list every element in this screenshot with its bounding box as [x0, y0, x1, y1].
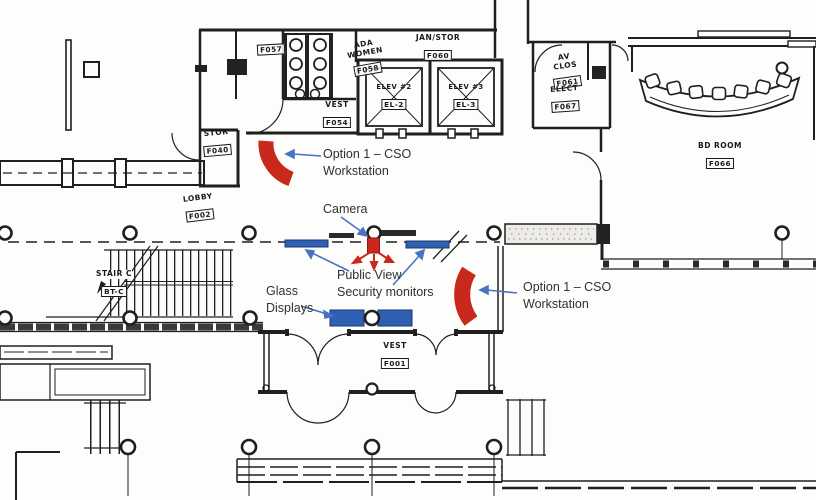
glass-display-right [377, 309, 413, 327]
room-label-lobby: LOBBY F002 [182, 191, 215, 223]
av-elect-rooms [493, 0, 629, 224]
annotation-cso-workstation-1: Option 1 – CSO Workstation [323, 147, 412, 178]
cso-workstation-marker-1 [258, 140, 294, 187]
top-left-walls [0, 39, 205, 188]
elevator-block [356, 58, 504, 139]
room-label-elect: ELECT F067 [549, 83, 580, 113]
annotation-camera: Camera [323, 202, 368, 216]
elevator-2-cab [365, 67, 423, 127]
public-view-monitor-right [405, 240, 450, 249]
room-label-vest-f001: VEST F001 [380, 341, 410, 370]
bottom-left-structures [0, 345, 151, 500]
camera-marker [350, 225, 396, 272]
vestibule [236, 329, 816, 490]
room-label-stor: STOR F040 [202, 127, 233, 158]
room-label-bd-room: BD ROOM F066 [697, 141, 743, 169]
board-room [628, 30, 816, 140]
annotation-arrows [284, 148, 518, 319]
room-label-elev2: ELEV #2 EL-2 [376, 83, 412, 110]
glass-display-left [329, 309, 365, 327]
structural-columns [0, 225, 790, 496]
security-overlay [258, 140, 518, 327]
annotation-cso-workstation-2: Option 1 – CSO Workstation [523, 280, 612, 311]
room-label-f057: F057 [256, 36, 286, 56]
stair-c [46, 245, 233, 322]
public-view-monitor-left [284, 239, 329, 248]
room-label-stair-c: STAIR C BT-C [96, 269, 132, 297]
restroom-block [171, 28, 497, 188]
room-label-ada-women: ADA WOMEN F058 [346, 37, 384, 78]
annotation-public-view-monitors: Public View Security monitors [337, 268, 434, 299]
cso-workstation-marker-2 [454, 266, 478, 326]
annotation-glass-displays: Glass Displays [266, 284, 314, 315]
elevator-3-cab [437, 67, 495, 127]
room-label-vest-f054: VEST F054 [322, 100, 352, 129]
room-label-jan-stor: JAN/STOR F060 [415, 33, 461, 61]
room-label-elev3: ELEV #3 EL-3 [448, 83, 484, 110]
board-room-chairs [644, 72, 793, 101]
